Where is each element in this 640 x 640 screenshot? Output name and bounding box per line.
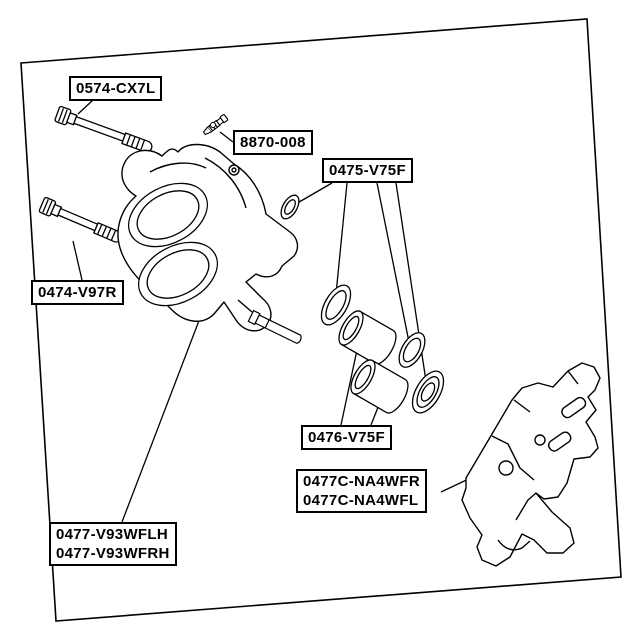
part-label-bleeder-screw[interactable]: 8870-008 bbox=[233, 130, 313, 155]
caliper-bores bbox=[128, 182, 218, 307]
guide-pin-upper-part bbox=[54, 105, 153, 153]
frame-border bbox=[20, 18, 622, 622]
bleeder-screw-part bbox=[202, 114, 229, 136]
bleeder-cap bbox=[210, 122, 216, 128]
part-label-caliper-rh: 0477-V93WFRH bbox=[56, 545, 170, 562]
part-label-caliper-lh: 0477-V93WFLH bbox=[56, 526, 168, 543]
part-label-caliper-assembly[interactable]: 0477-V93WFLH 0477-V93WFRH bbox=[49, 522, 177, 566]
slide-pin-installed bbox=[247, 309, 302, 344]
guide-pin-lower-part bbox=[38, 196, 123, 243]
caliper-bracket-part bbox=[461, 362, 601, 567]
part-label-guide-pin-upper[interactable]: 0574-CX7L bbox=[69, 76, 163, 101]
leader-lines bbox=[72, 99, 493, 523]
part-label-piston[interactable]: 0476-V75F bbox=[301, 425, 392, 450]
part-label-guide-pin-lower[interactable]: 0474-V97R bbox=[31, 280, 124, 305]
piston-boot-ring bbox=[411, 370, 445, 414]
part-label-bracket-fl: 0477C-NA4WFL bbox=[303, 492, 419, 509]
piston-2-part bbox=[350, 359, 409, 414]
dust-seal-ring bbox=[398, 332, 426, 368]
part-label-bracket-fr: 0477C-NA4WFR bbox=[303, 473, 420, 490]
part-label-bracket[interactable]: 0477C-NA4WFR 0477C-NA4WFL bbox=[296, 469, 427, 513]
piston-seal-ring bbox=[320, 284, 352, 326]
pin-boot-ring bbox=[280, 194, 300, 220]
piston-1-part bbox=[338, 310, 397, 365]
part-label-repair-kit[interactable]: 0475-V75F bbox=[322, 158, 413, 183]
